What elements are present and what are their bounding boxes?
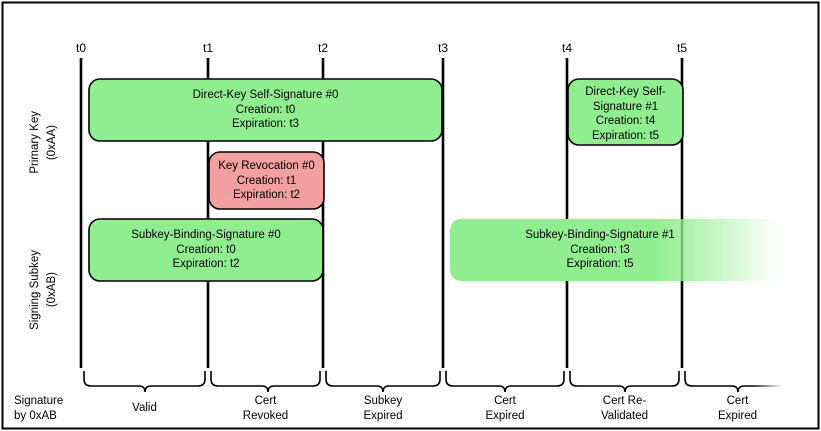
tick-label-t3: t3 [437, 41, 448, 55]
bracket-period-subkey-expired [325, 371, 441, 393]
footer-corner-label-line2: by 0xAB [14, 409, 57, 422]
tick-label-t0: t0 [75, 41, 86, 55]
period-label-line2: Expired [718, 409, 757, 422]
row-label-signing-subkey-line2: (0xAB) [46, 272, 58, 308]
period-label-line2: Validated [600, 409, 649, 422]
footer-corner-label-line1: Signature [14, 395, 64, 407]
tick-label-t2: t2 [317, 41, 328, 55]
row-label-primary-key: Primary Key (0xAA) [28, 80, 68, 205]
row-label-signing-subkey-line1: Signing Subkey [29, 250, 41, 330]
row-label-signing-subkey: Signing Subkey (0xAB) [28, 215, 68, 365]
row-label-primary-key-line1: Primary Key [29, 111, 41, 174]
period-label-line2: Revoked [242, 409, 289, 422]
period-label-cert-expired-1: Cert Expired [446, 394, 564, 423]
period-label-line2: Expired [363, 409, 403, 422]
period-label-subkey-expired: Subkey Expired [326, 394, 440, 423]
period-label-line2: Expired [485, 409, 525, 422]
bracket-period-cert-revoked [210, 371, 321, 393]
period-label-line1: Cert [254, 395, 277, 407]
footer-corner-label: Signature by 0xAB [14, 394, 63, 423]
signature-box-subkey-binding-signature-1[interactable] [449, 218, 780, 282]
bracket-period-cert-expired-1 [445, 371, 565, 393]
tick-label-t1: t1 [202, 41, 213, 55]
bracket-period-cert-revalidated [569, 371, 680, 393]
period-label-line1: Valid [132, 402, 157, 414]
period-label-cert-expired-2: Cert Expired [685, 394, 790, 423]
period-brackets [83, 371, 783, 393]
period-label-line1: Cert Re- [602, 395, 647, 407]
period-label-valid: Valid [84, 401, 205, 416]
period-label-line1: Cert [726, 395, 749, 407]
tick-label-t5: t5 [676, 41, 687, 55]
period-label-line1: Cert [494, 395, 516, 407]
period-label-cert-revoked: Cert Revoked [211, 394, 320, 423]
period-label-cert-revalidated: Cert Re- Validated [570, 394, 679, 423]
row-label-primary-key-line2: (0xAA) [46, 124, 58, 161]
signature-box-direct-key-self-signature-0[interactable] [88, 78, 443, 142]
period-label-line1: Subkey [363, 395, 403, 407]
bracket-period-valid [83, 371, 206, 393]
signature-box-subkey-binding-signature-0[interactable] [88, 218, 324, 282]
signature-boxes [88, 78, 780, 282]
tick-label-t4: t4 [561, 41, 572, 55]
signature-box-key-revocation-0[interactable] [208, 151, 325, 210]
signature-box-direct-key-self-signature-1[interactable] [567, 78, 684, 146]
bracket-period-cert-expired-2 [684, 371, 783, 393]
